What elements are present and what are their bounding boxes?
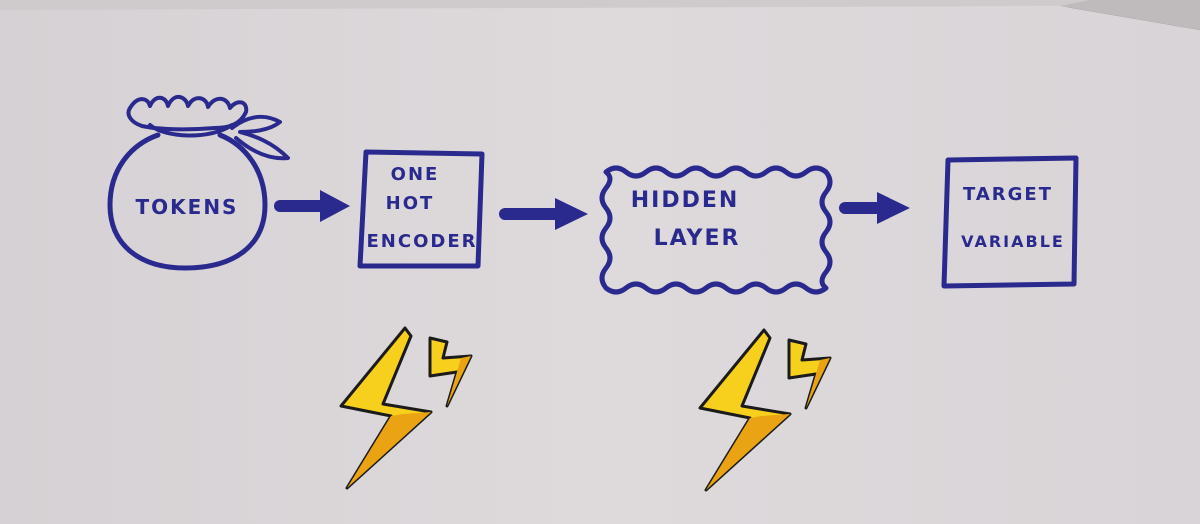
pouch-frill [126, 95, 249, 132]
lightning-bolt-icon [698, 328, 832, 492]
arrow-encoder-to-hidden [499, 198, 588, 230]
paper-corner [1060, 0, 1200, 30]
target-label-line: TARGET [963, 184, 1053, 205]
arrow-hidden-to-target [839, 192, 910, 224]
node-hidden: HIDDEN LAYER [599, 165, 833, 295]
node-target: TARGET VARIABLE [941, 155, 1079, 289]
paper-sheet [0, 6, 1200, 524]
hidden-label-line: LAYER [654, 226, 741, 251]
lightning-bolt-icon [339, 326, 473, 490]
target-box [941, 155, 1079, 289]
encoder-label-line: ENCODER [367, 231, 478, 252]
pouch-body [107, 132, 268, 271]
node-encoder: ONE HOT ENCODER [357, 149, 485, 269]
tokens-label: TOKENS [136, 195, 239, 219]
hidden-wavy-box [599, 165, 833, 295]
node-tokens: TOKENS [107, 95, 290, 271]
target-label-line: VARIABLE [961, 232, 1065, 251]
hidden-label-line: HIDDEN [631, 188, 740, 213]
encoder-label-line: HOT [386, 193, 435, 214]
encoder-label-line: ONE [391, 164, 440, 185]
encoder-box [357, 149, 485, 269]
pouch-bow [230, 114, 290, 161]
arrow-tokens-to-encoder [274, 190, 350, 222]
